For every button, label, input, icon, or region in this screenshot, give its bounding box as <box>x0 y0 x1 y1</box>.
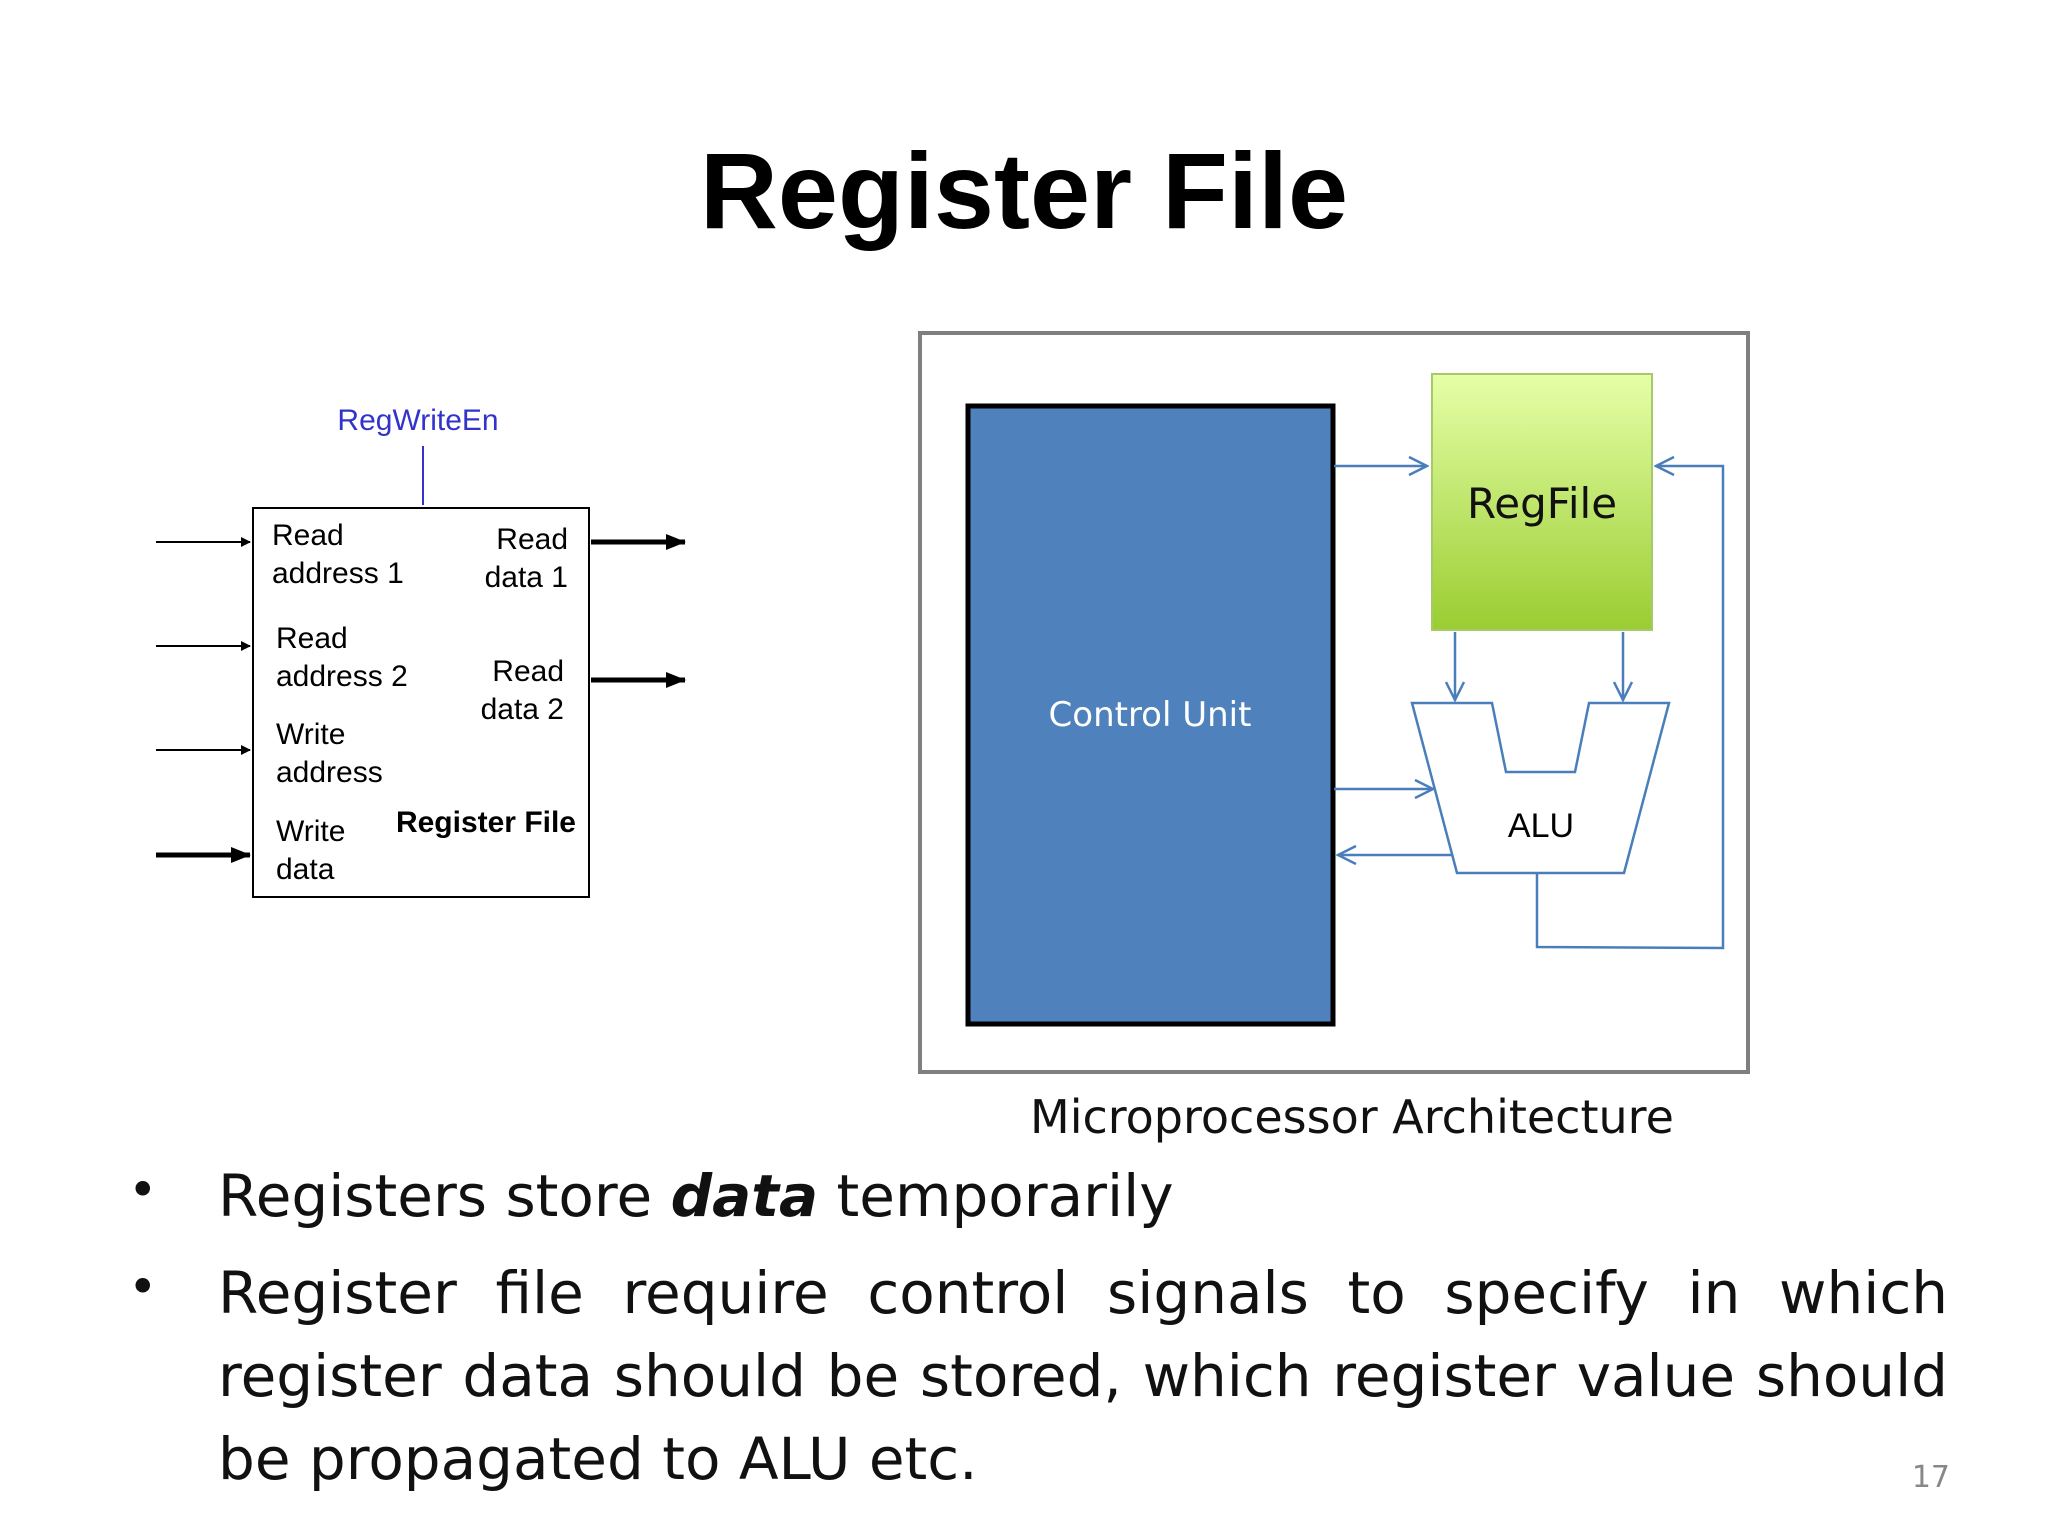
slide-title: Register File <box>699 130 1349 251</box>
bullet-1-emphasis: data <box>670 1162 819 1230</box>
register-file-box <box>252 507 590 898</box>
regwriteen-label: RegWriteEn <box>337 404 498 437</box>
control-unit-block <box>965 403 1336 1027</box>
bullet-item-2: • Register file require control signals … <box>118 1252 1948 1501</box>
bullet-dot: • <box>128 1161 158 1219</box>
register-file-block-label: Register File <box>396 806 576 839</box>
feedback-alu-to-regfile <box>1535 466 1725 950</box>
bullet-1-before: Registers store <box>218 1162 671 1230</box>
regfile-label: RegFile <box>1467 479 1617 528</box>
control-unit-label: Control Unit <box>1049 695 1252 735</box>
regfile-block <box>1431 373 1653 631</box>
bullet-text-1: Registers store data temporarily <box>218 1155 1948 1238</box>
alu-label: ALU <box>1508 807 1574 845</box>
alu-shape <box>1410 701 1671 875</box>
bullet-dot: • <box>128 1258 158 1316</box>
bullet-list: • Registers store data temporarily • Reg… <box>118 1155 1948 1515</box>
bullet-item-1: • Registers store data temporarily <box>118 1155 1948 1238</box>
bullet-text-2: Register file require control signals to… <box>218 1259 1948 1493</box>
page-number: 17 <box>1911 1460 1950 1495</box>
bullet-1-after: temporarily <box>818 1162 1174 1230</box>
architecture-caption: Microprocessor Architecture <box>1030 1090 1674 1144</box>
microprocessor-architecture-diagram: Control Unit RegFile ALU <box>918 331 1750 1074</box>
